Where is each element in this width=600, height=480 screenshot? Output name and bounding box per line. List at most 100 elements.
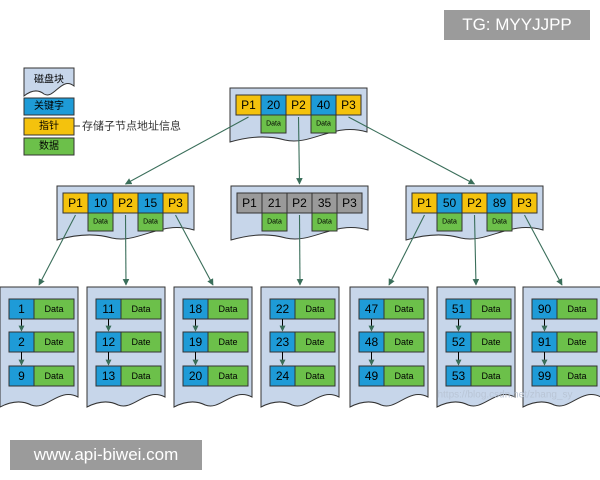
level1-node-1-cell-label-2: P2 <box>292 196 307 210</box>
leaf-6-data-label-1: Date <box>567 337 586 347</box>
edge-root-p1 <box>124 116 249 185</box>
level1-node-2-data-label-1: Data <box>442 219 457 226</box>
leaf-5-data-1 <box>470 331 512 353</box>
level1-node-1-data-label-1: Data <box>267 219 282 226</box>
leaf-0-key-label-2: 9 <box>18 369 25 383</box>
level1-node-1-cell-label-0: P1 <box>242 196 257 210</box>
leaf-6-key-label-0: 90 <box>538 302 552 316</box>
leaf-1-data-1 <box>120 331 162 353</box>
level1-node-0-data-label-3: Data <box>143 219 158 226</box>
leaf-2-data-label-0: Data <box>218 304 237 314</box>
leaf-5-key-label-2: 53 <box>452 369 466 383</box>
level1-node-0-cell-label-0: P1 <box>68 196 83 210</box>
edge-l1c-p2 <box>472 214 480 286</box>
leaf-2-key-label-1: 19 <box>189 335 203 349</box>
level1-node-0-cell-4 <box>162 192 189 214</box>
level1-node-0-data-3 <box>137 212 164 232</box>
legend-key-label: 关键字 <box>34 99 64 112</box>
leaf-4-data-2 <box>383 365 425 387</box>
level1-node-1-data-1 <box>261 212 288 232</box>
root-node-cell-label-3: 40 <box>317 98 331 112</box>
leaf-1-data-0 <box>120 298 162 320</box>
level1-node-2-cell-label-1: 50 <box>443 196 457 210</box>
legend-data-swatch <box>23 137 75 156</box>
leaf-4-data-label-0: Data <box>394 304 413 314</box>
leaf-2-data-1 <box>207 331 249 353</box>
leaf-3-key-label-1: 23 <box>276 335 290 349</box>
leaf-3-key-label-0: 22 <box>276 302 290 316</box>
legend-disk-block <box>23 67 75 98</box>
leaf-2-data-0 <box>207 298 249 320</box>
leaf-1-data-label-1: Date <box>131 337 150 347</box>
leaf-2-key-label-2: 20 <box>189 369 203 383</box>
leaf-5-key-label-1: 52 <box>452 335 466 349</box>
root-node-cell-label-0: P1 <box>241 98 256 112</box>
leaf-2-key-label-0: 18 <box>189 302 203 316</box>
leaf-6-key-label-2: 99 <box>538 369 552 383</box>
root-node-cell-label-4: P3 <box>341 98 356 112</box>
leaf-4-key-label-1: 48 <box>365 335 379 349</box>
edge-l1c-p3 <box>524 214 563 286</box>
watermark-top: TG: MYYJJPP <box>444 10 590 40</box>
watermark-bottom: www.api-biwei.com <box>10 440 202 470</box>
legend-key-swatch <box>23 97 75 116</box>
leaf-0-data-1 <box>33 331 75 353</box>
level1-node-1-cell-label-3: 35 <box>318 196 332 210</box>
leaf-1-data-label-2: Data <box>131 371 150 381</box>
edge-l1a-p1 <box>38 214 76 286</box>
leaf-5-data-label-1: Date <box>481 337 500 347</box>
root-node-data-3 <box>310 114 337 134</box>
leaf-3-data-label-1: Date <box>305 337 324 347</box>
leaf-4-data-1 <box>383 331 425 353</box>
level1-node-2-data-3 <box>486 212 513 232</box>
leaf-0-data-2 <box>33 365 75 387</box>
root-node-data-1 <box>260 114 287 134</box>
leaf-1-key-label-2: 13 <box>102 369 116 383</box>
leaf-4-key-label-0: 47 <box>365 302 379 316</box>
root-node-data-label-3: Data <box>316 121 331 128</box>
leaf-4-data-label-1: Date <box>394 337 413 347</box>
legend-pointer-label: 指针 <box>39 119 59 132</box>
leaf-1-data-label-0: Data <box>131 304 150 314</box>
level1-node-0-cell-label-1: 10 <box>94 196 108 210</box>
leaf-1-key-label-0: 11 <box>102 302 115 316</box>
legend-disk-block-label: 磁盘块 <box>34 73 64 86</box>
level1-node-1-data-label-3: Data <box>317 219 332 226</box>
level1-node-1-cell-4 <box>336 192 363 214</box>
leaf-1-key-label-1: 12 <box>102 335 116 349</box>
leaf-0-key-label-0: 1 <box>18 302 25 316</box>
root-node-cell-label-1: 20 <box>267 98 281 112</box>
leaf-4-data-0 <box>383 298 425 320</box>
level1-node-0-data-label-1: Data <box>93 219 108 226</box>
edge-l1a-p2 <box>122 214 130 286</box>
level1-node-2-cell-label-0: P1 <box>417 196 432 210</box>
leaf-0-data-label-0: Data <box>44 304 63 314</box>
leaf-6-data-0 <box>556 298 598 320</box>
level1-node-1-cell-label-4: P3 <box>342 196 357 210</box>
level1-node-2-cell-4 <box>511 192 538 214</box>
level1-node-2-cell-label-2: P2 <box>467 196 482 210</box>
leaf-3-data-2 <box>294 365 336 387</box>
leaf-0-data-label-1: Date <box>44 337 63 347</box>
leaf-4-data-label-2: Data <box>394 371 413 381</box>
leaf-5-data-label-0: Data <box>481 304 500 314</box>
leaf-3-key-label-2: 24 <box>276 369 290 383</box>
leaf-3-data-0 <box>294 298 336 320</box>
leaf-2-data-label-2: Data <box>218 371 237 381</box>
watermark-faint: https://blog.csdn.net/zhang_sy <box>437 390 572 401</box>
root-node-cell-label-2: P2 <box>291 98 306 112</box>
edge-l1a-p3 <box>175 214 214 286</box>
leaf-0-data-0 <box>33 298 75 320</box>
edge-l1c-p1 <box>388 214 425 286</box>
edge-root-p2 <box>296 116 303 185</box>
leaf-3-data-label-2: Data <box>305 371 324 381</box>
root-node-cell-4 <box>335 94 362 116</box>
level1-node-0-data-1 <box>87 212 114 232</box>
leaf-6-data-label-0: Data <box>567 304 586 314</box>
leaf-5-data-0 <box>470 298 512 320</box>
leaf-3-data-1 <box>294 331 336 353</box>
leaf-6-data-2 <box>556 365 598 387</box>
level1-node-0-cell-label-4: P3 <box>168 196 183 210</box>
